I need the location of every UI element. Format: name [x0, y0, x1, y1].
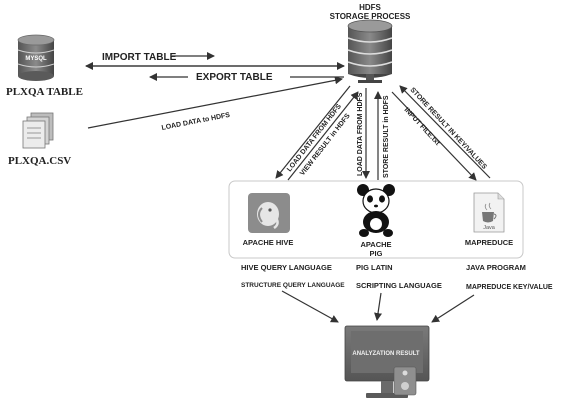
document-stack-icon: [22, 112, 54, 149]
mapreduce-language: JAVA PROGRAM: [466, 263, 526, 272]
mapreduce-tool: Java MAPREDUCE: [465, 192, 513, 247]
mr-store-arrow: [399, 85, 491, 179]
hdfs-node: HDFS STORAGE PROCESS: [330, 3, 411, 83]
mapreduce-hdfs-edges: STORE RESULT IN KEY/VALUES INPUT FILE.tx…: [391, 85, 491, 181]
pig-load-label: LOAD DATA FROM HDFS: [357, 92, 364, 176]
hive-tool: APACHE HIVE: [243, 193, 294, 247]
pig-result-arrow: [374, 292, 382, 321]
java-icon-text: Java: [483, 225, 496, 231]
hdfs-title: HDFS: [359, 3, 381, 12]
mysql-badge: MYSQL: [25, 56, 47, 62]
java-cup-icon: Java: [473, 192, 505, 233]
pig-name-line1: APACHE: [360, 240, 391, 249]
csv-load-edge: LOAD DATA to HDFS: [87, 76, 343, 132]
pig-description: SCRIPTING LANGUAGE: [356, 281, 442, 290]
panda-icon: [357, 184, 395, 237]
hive-result-arrow: [281, 290, 339, 323]
evernote-elephant-icon: [248, 193, 290, 233]
result-label: ANALYZATION RESULT: [352, 351, 420, 357]
result-edges: [281, 290, 475, 323]
hive-language: HIVE QUERY LANGUAGE: [241, 263, 332, 272]
pig-language: PIG LATIN: [356, 263, 393, 272]
hive-name: APACHE HIVE: [243, 238, 294, 247]
mysql-node: MYSQL PLXQA TABLE: [6, 34, 83, 98]
hive-load-arrow: [275, 85, 351, 179]
hive-description: STRUCTURE QUERY LANGUAGE: [241, 282, 345, 289]
database-icon: MYSQL: [17, 34, 55, 81]
mysql-caption: PLXQA TABLE: [6, 86, 83, 98]
export-table-label: EXPORT TABLE: [196, 72, 273, 83]
mapreduce-description: MAPREDUCE KEY/VALUE: [466, 284, 553, 291]
hive-hdfs-edges: LOAD DATA FROM HDFS VIEW RESULT in HDFS: [275, 85, 359, 181]
import-table-label: IMPORT TABLE: [102, 52, 177, 63]
pig-tool: APACHE PIG: [357, 184, 395, 258]
import-export-edges: IMPORT TABLE EXPORT TABLE: [85, 52, 345, 83]
load-data-arrow: [87, 76, 343, 129]
hive-view-arrow: [287, 91, 359, 181]
csv-node: PLXQA.CSV: [8, 112, 71, 167]
csv-caption: PLXQA.CSV: [8, 155, 71, 167]
monitor-icon: [344, 325, 430, 398]
result-node: ANALYZATION RESULT: [344, 325, 430, 398]
mapreduce-name: MAPREDUCE: [465, 238, 513, 247]
pig-hdfs-edges: LOAD DATA FROM HDFS STORE RESULT in HDFS: [357, 88, 390, 180]
pig-name-line2: PIG: [370, 249, 383, 258]
pig-store-label: STORE RESULT in HDFS: [383, 95, 390, 178]
mapreduce-result-arrow: [431, 294, 475, 323]
mr-input-arrow: [391, 91, 477, 181]
hdfs-subtitle: STORAGE PROCESS: [330, 12, 411, 21]
database-stack-icon: [347, 19, 393, 83]
load-data-label: LOAD DATA to HDFS: [161, 112, 231, 132]
